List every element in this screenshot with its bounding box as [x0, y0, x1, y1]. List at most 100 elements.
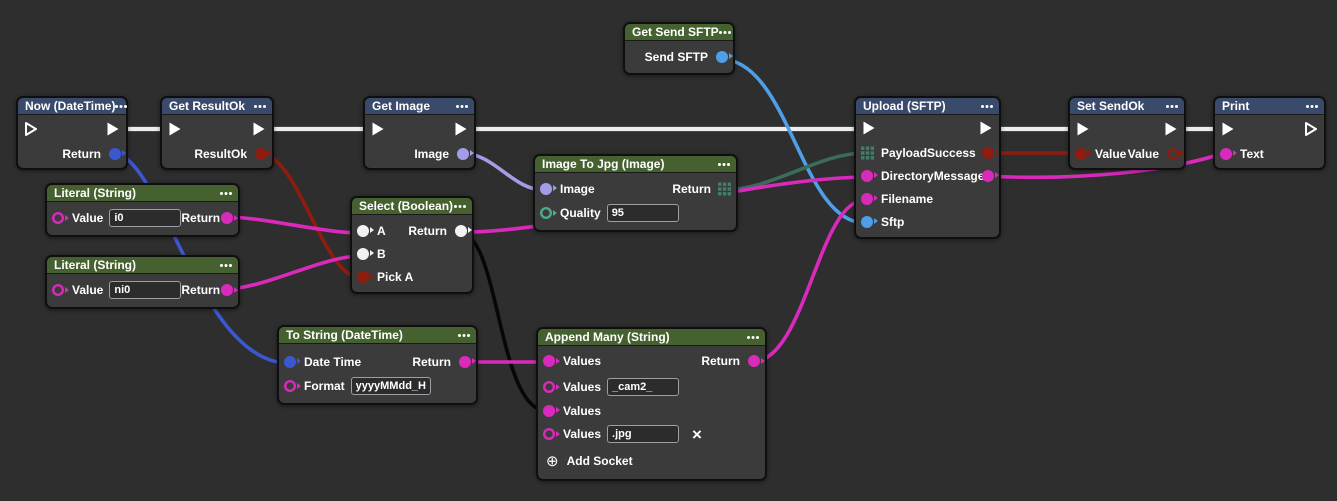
exec-out-pin[interactable] — [252, 121, 266, 137]
node-print[interactable]: Print Text — [1213, 96, 1326, 170]
input-pin-format[interactable] — [284, 380, 296, 392]
input-pin-value[interactable] — [52, 284, 64, 296]
exec-in-pin[interactable] — [1221, 121, 1235, 137]
node-header[interactable]: Get ResultOk — [162, 98, 272, 115]
node-set-sendok[interactable]: Set SendOk Value Value — [1068, 96, 1186, 170]
menu-icon[interactable] — [719, 31, 722, 34]
exec-in-pin[interactable] — [862, 120, 876, 136]
value-field[interactable] — [109, 209, 181, 227]
input-pin-payload-bytes-grid-icon[interactable] — [861, 146, 874, 159]
wire-literal2-to-select-b[interactable] — [225, 256, 361, 289]
output-pin-return[interactable] — [459, 356, 471, 368]
wire-literal1-to-select-a[interactable] — [225, 217, 361, 233]
node-get-resultok[interactable]: Get ResultOk ResultOk — [160, 96, 274, 170]
exec-out-pin[interactable] — [106, 121, 120, 137]
node-to-string-datetime[interactable]: To String (DateTime) Date Time Return Fo… — [277, 325, 478, 405]
output-pin-return[interactable] — [109, 148, 121, 160]
menu-icon[interactable] — [747, 336, 750, 339]
node-header[interactable]: Get Image — [365, 98, 474, 115]
node-header[interactable]: Set SendOk — [1070, 98, 1184, 115]
output-pin-return[interactable] — [455, 225, 467, 237]
quality-field[interactable] — [607, 204, 679, 222]
node-literal-string-2[interactable]: Literal (String) Value Return — [45, 255, 240, 309]
node-get-image[interactable]: Get Image Image — [363, 96, 476, 170]
add-socket-icon[interactable]: ⊕ — [546, 454, 559, 469]
node-header[interactable]: Literal (String) — [47, 257, 238, 274]
input-pin-values-2[interactable] — [543, 381, 555, 393]
exec-in-pin[interactable] — [24, 121, 38, 137]
output-pin-return-bytes-grid-icon[interactable] — [718, 182, 731, 195]
node-header[interactable]: Select (Boolean) — [352, 198, 472, 215]
menu-icon[interactable] — [456, 105, 459, 108]
remove-socket-icon[interactable]: × — [692, 426, 702, 443]
values-2-field[interactable] — [607, 378, 679, 396]
wire-appendmany-return-to-upload-filename[interactable] — [752, 200, 865, 362]
node-literal-string-1[interactable]: Literal (String) Value Return — [45, 183, 240, 237]
exec-in-pin[interactable] — [168, 121, 182, 137]
input-pin-values-1[interactable] — [543, 355, 555, 367]
node-select-boolean[interactable]: Select (Boolean) A Return B Pick A — [350, 196, 474, 294]
node-header[interactable]: To String (DateTime) — [279, 327, 476, 344]
exec-out-pin[interactable] — [979, 120, 993, 136]
value-field[interactable] — [109, 281, 181, 299]
wire-getsendsftp-to-upload-sftp[interactable] — [720, 59, 865, 223]
node-header[interactable]: Get Send SFTP — [625, 24, 733, 41]
output-pin-resultok[interactable] — [255, 148, 267, 160]
menu-icon[interactable] — [254, 105, 257, 108]
node-header[interactable]: Upload (SFTP) — [856, 98, 999, 115]
menu-icon[interactable] — [458, 334, 461, 337]
input-pin-directory[interactable] — [861, 170, 873, 182]
node-header[interactable]: Image To Jpg (Image) — [535, 156, 736, 173]
menu-icon[interactable] — [220, 264, 223, 267]
menu-icon[interactable] — [115, 105, 118, 108]
output-pin-success[interactable] — [982, 147, 994, 159]
menu-icon[interactable] — [718, 163, 721, 166]
input-pin-date-time[interactable] — [284, 356, 296, 368]
exec-out-pin[interactable] — [1304, 121, 1318, 137]
exec-in-pin[interactable] — [371, 121, 385, 137]
output-pin-return[interactable] — [221, 212, 233, 224]
values-4-field[interactable] — [607, 425, 679, 443]
menu-icon[interactable] — [1166, 105, 1169, 108]
node-upload-sftp[interactable]: Upload (SFTP) Payload Success Directory … — [854, 96, 1001, 239]
node-header[interactable]: Append Many (String) — [538, 329, 765, 346]
exec-in-pin[interactable] — [1076, 121, 1090, 137]
node-image-to-jpg[interactable]: Image To Jpg (Image) Image Return Qualit… — [533, 154, 738, 232]
node-header[interactable]: Now (DateTime) — [18, 98, 126, 115]
input-pin-sftp[interactable] — [861, 216, 873, 228]
output-pin-return[interactable] — [748, 355, 760, 367]
input-pin-filename[interactable] — [861, 193, 873, 205]
input-pin-values-4[interactable] — [543, 428, 555, 440]
input-pin-image[interactable] — [540, 183, 552, 195]
input-pin-a[interactable] — [357, 225, 369, 237]
output-pin-image[interactable] — [457, 148, 469, 160]
output-pin-message[interactable] — [982, 170, 994, 182]
output-pin-send-sftp[interactable] — [716, 51, 728, 63]
node-now-datetime[interactable]: Now (DateTime) Return — [16, 96, 128, 170]
menu-icon[interactable] — [454, 205, 457, 208]
node-header[interactable]: Literal (String) — [47, 185, 238, 202]
output-pin-return[interactable] — [221, 284, 233, 296]
exec-out-pin[interactable] — [1164, 121, 1178, 137]
add-socket-row[interactable]: ⊕ Add Socket — [538, 447, 765, 475]
input-pin-value[interactable] — [52, 212, 64, 224]
input-pin-value[interactable] — [1075, 148, 1087, 160]
wire-imagetojpg-return-to-upload-payload[interactable] — [723, 153, 865, 190]
wire-resultok-to-select-picka[interactable] — [259, 153, 361, 278]
exec-out-pin[interactable] — [454, 121, 468, 137]
input-pin-quality[interactable] — [540, 207, 552, 219]
input-pin-values-3[interactable] — [543, 405, 555, 417]
input-pin-pick-a[interactable] — [357, 271, 369, 283]
input-pin-b[interactable] — [357, 248, 369, 260]
menu-icon[interactable] — [220, 192, 223, 195]
node-get-send-sftp[interactable]: Get Send SFTP Send SFTP — [623, 22, 735, 75]
format-field[interactable] — [351, 377, 431, 395]
menu-icon[interactable] — [981, 105, 984, 108]
output-pin-value[interactable] — [1167, 148, 1179, 160]
input-label-value: Value — [72, 211, 103, 225]
node-append-many-string[interactable]: Append Many (String) Values Return Value… — [536, 327, 767, 481]
input-pin-text[interactable] — [1220, 148, 1232, 160]
menu-icon[interactable] — [1306, 105, 1309, 108]
node-header[interactable]: Print — [1215, 98, 1324, 115]
